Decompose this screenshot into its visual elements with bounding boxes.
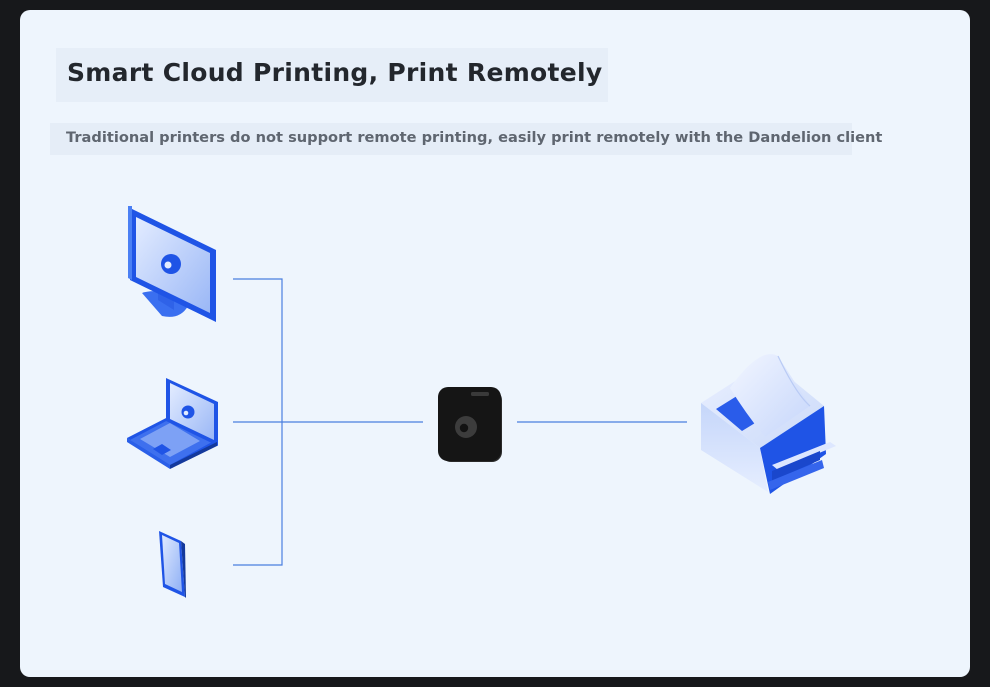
phone-icon	[159, 531, 186, 598]
monitor-icon	[128, 206, 216, 322]
laptop-icon	[127, 378, 218, 469]
remote-printing-diagram	[20, 10, 970, 677]
content-card: Smart Cloud Printing, Print Remotely Tra…	[20, 10, 970, 677]
printer-icon	[701, 354, 836, 494]
print-box-icon	[438, 387, 502, 462]
